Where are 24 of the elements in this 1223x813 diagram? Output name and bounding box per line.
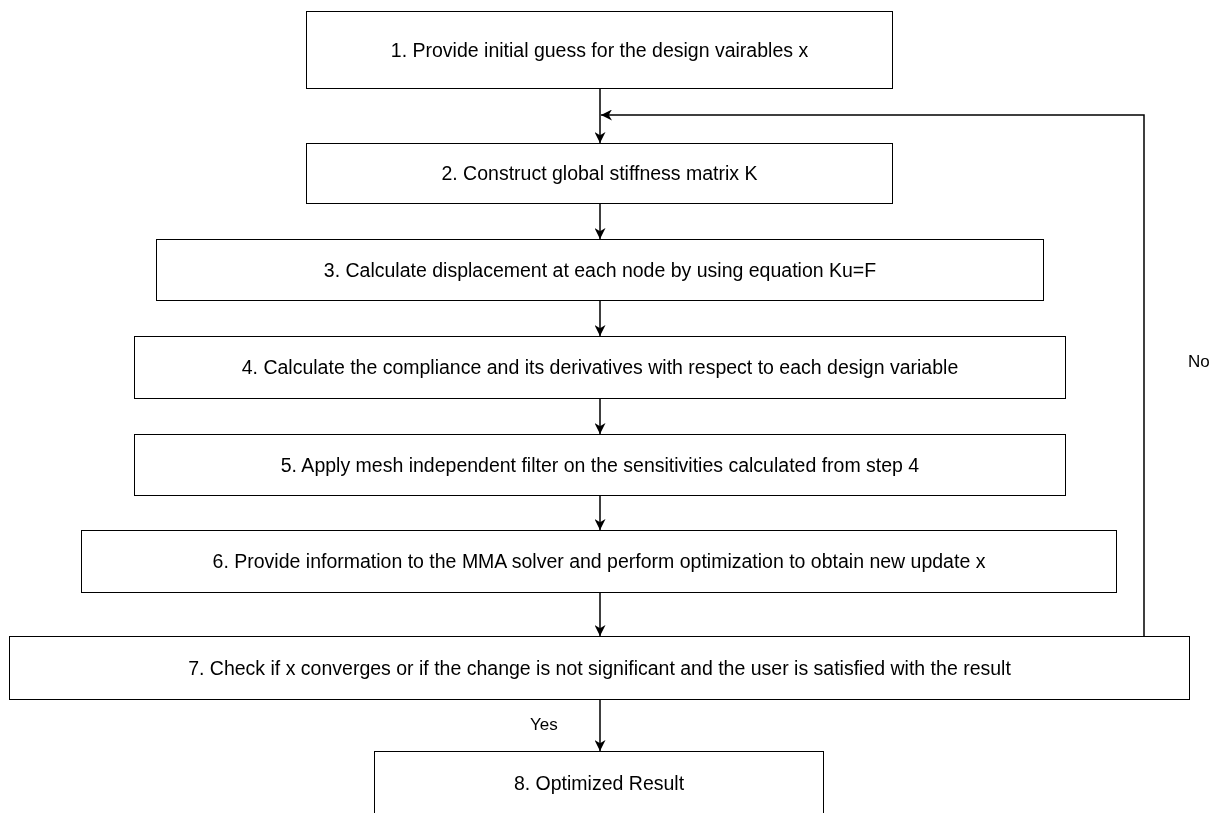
process-box [134,434,1066,496]
process-box [306,143,893,204]
step-text: 4. Calculate the compliance and its derivatives with respect to each design variable [241,356,959,379]
process-box [134,336,1066,399]
arrow [594,300,606,337]
step-text: 1. Provide initial guess for the design vairables x [390,38,809,62]
process-box [306,11,893,89]
arrow [594,398,606,435]
arrow [594,699,606,752]
process-box [9,636,1190,700]
step-text: 5. Apply mesh independent filter on the sensitivities calculated from step 4 [280,453,920,477]
arrow [594,592,606,637]
process-box [81,530,1117,593]
arrow [594,88,606,144]
process-box [156,239,1044,301]
arrow [594,495,606,531]
step-text: 2. Construct global stiffness matrix K [441,162,758,185]
process-box [374,751,824,813]
arrow [600,109,1145,637]
step-text: 6. Provide information to the MMA solver and perform optimization to obtain new update x [212,550,986,573]
step-text: 3. Calculate displacement at each node by using equation Ku=F [323,258,877,282]
step-text: 7. Check if x converges or if the change is not significant and the user is satisfied with the result [188,656,1011,680]
arrow [594,203,606,240]
step-text: 8. Optimized Result [513,771,685,795]
